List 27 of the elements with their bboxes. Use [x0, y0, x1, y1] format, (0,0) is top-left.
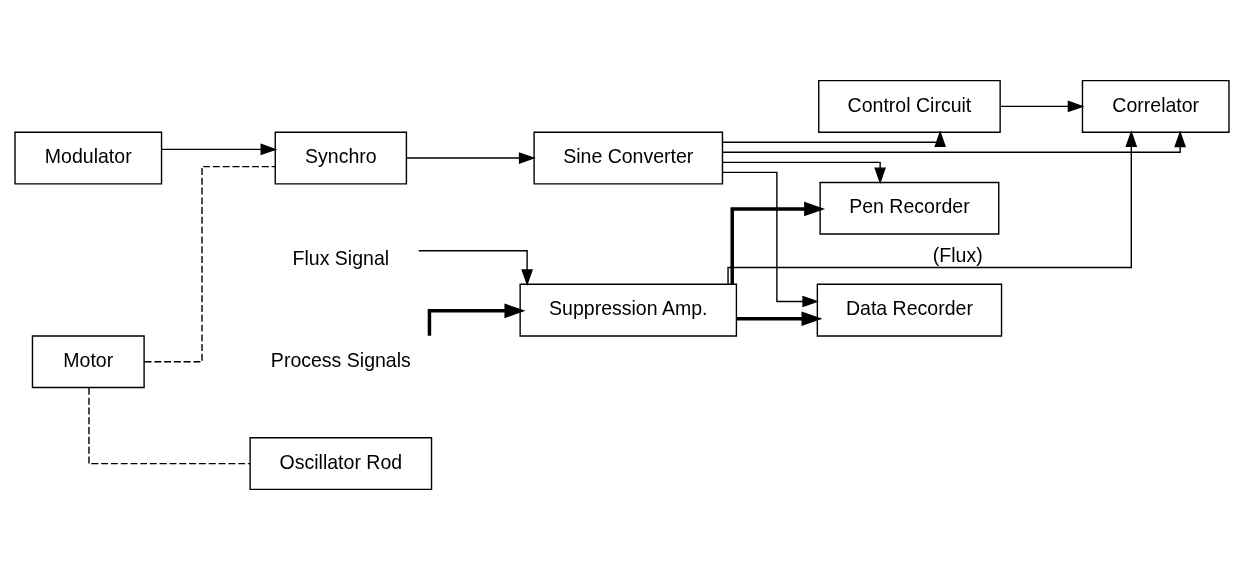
- arrow: [405, 151, 536, 164]
- node-box: Motor: [31, 334, 145, 388]
- node-text: Process Signals: [270, 348, 411, 371]
- node-box: Pen Recorder: [819, 181, 1000, 235]
- arrow: [161, 143, 278, 155]
- node-text: Flux Signal: [292, 246, 390, 269]
- arrow: [730, 201, 826, 284]
- arrow: [999, 100, 1085, 112]
- connector: [88, 386, 251, 464]
- node-box: Data Recorder: [816, 283, 1003, 337]
- arrow: [727, 129, 1138, 285]
- node-box: Sine Converter: [533, 131, 724, 185]
- arrow: [736, 310, 823, 326]
- node-box: Control Circuit: [818, 79, 1001, 133]
- node-box: Synchro: [274, 131, 408, 185]
- node-box: Correlator: [1081, 79, 1230, 133]
- arrow: [721, 129, 1186, 153]
- node-box: Suppression Amp.: [519, 283, 738, 337]
- arrow: [722, 161, 886, 184]
- arrow: [722, 171, 820, 307]
- node-box: Modulator: [14, 131, 163, 185]
- connector: [143, 165, 276, 362]
- arrow: [418, 249, 533, 286]
- arrow: [427, 302, 526, 336]
- arrow: [722, 129, 946, 147]
- node-box: Oscillator Rod: [249, 436, 433, 490]
- edge-label: (Flux): [932, 243, 983, 266]
